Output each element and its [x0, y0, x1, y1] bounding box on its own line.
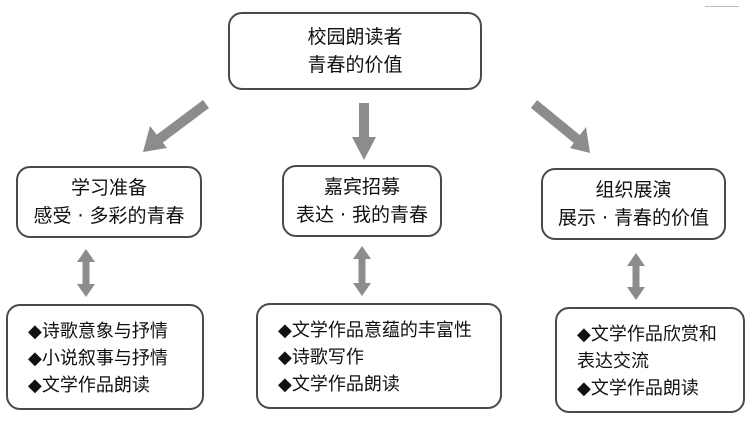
- leaf-list-guests: ◆文学作品意蕴的丰富性 ◆诗歌写作 ◆文学作品朗读: [256, 303, 502, 409]
- branch-title: 组织展演: [595, 179, 672, 201]
- branch-subtitle: 展示 · 青春的价值: [557, 207, 710, 229]
- double-arrow-right: [627, 253, 645, 300]
- branch-subtitle: 表达 · 我的青春: [295, 204, 429, 226]
- branch-title: 嘉宾招募: [323, 176, 400, 198]
- list-item: ◆文学作品欣赏和: [577, 324, 717, 345]
- branch-node-performance: 组织展演 展示 · 青春的价值: [541, 168, 726, 240]
- double-arrow-left: [77, 249, 95, 297]
- list-item: ◆文学作品朗读: [577, 378, 699, 399]
- list-item: 表达交流: [577, 351, 649, 372]
- list-item: ◆小说叙事与抒情: [28, 348, 168, 369]
- root-node: 校园朗读者 青春的价值: [228, 12, 482, 90]
- arrow-root-to-left: [143, 100, 209, 152]
- leaf-list-performance: ◆文学作品欣赏和 表达交流 ◆文学作品朗读: [555, 307, 745, 413]
- list-item: ◆诗歌写作: [278, 347, 364, 368]
- arrow-root-to-right: [530, 100, 590, 153]
- root-title: 校园朗读者: [307, 26, 403, 48]
- arrow-root-to-middle: [352, 103, 376, 160]
- list-item: ◆诗歌意象与抒情: [28, 321, 168, 342]
- branch-node-guests: 嘉宾招募 表达 · 我的青春: [282, 165, 442, 237]
- branch-title: 学习准备: [70, 177, 147, 199]
- double-arrow-middle: [353, 246, 371, 296]
- leaf-list-study: ◆诗歌意象与抒情 ◆小说叙事与抒情 ◆文学作品朗读: [6, 304, 204, 410]
- corner-mark: [705, 6, 739, 7]
- root-subtitle: 青春的价值: [307, 54, 403, 76]
- list-item: ◆文学作品朗读: [278, 374, 400, 395]
- list-item: ◆文学作品意蕴的丰富性: [278, 320, 472, 341]
- branch-subtitle: 感受 · 多彩的青春: [33, 205, 185, 227]
- list-item: ◆文学作品朗读: [28, 375, 150, 396]
- branch-node-study: 学习准备 感受 · 多彩的青春: [16, 166, 202, 238]
